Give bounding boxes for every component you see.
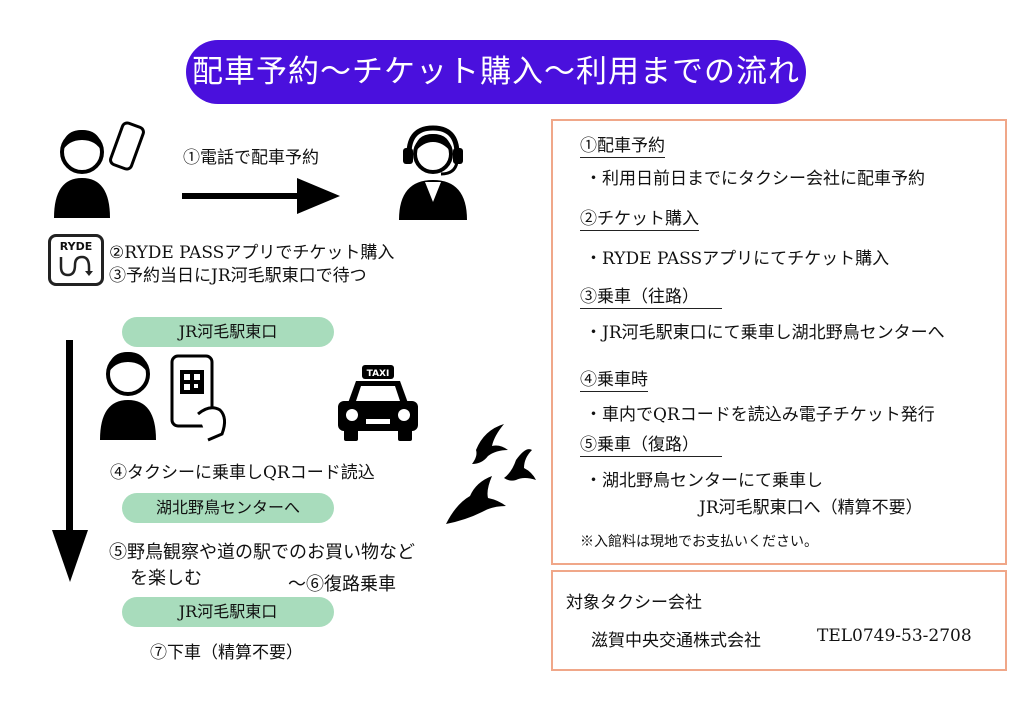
s2-body: ・RYDE PASSアプリにてチケット購入 (585, 249, 890, 269)
pill-station-end: JR河毛駅東口 (122, 597, 334, 627)
s1-body: ・利用日前日までにタクシー会社に配車予約 (585, 169, 925, 189)
route-icon (59, 255, 93, 277)
person-scanning-qr-icon (100, 352, 227, 442)
s3-body: ・JR河毛駅東口にて乗車し湖北野鳥センターへ (585, 323, 945, 343)
step4-label: ④タクシーに乗車しQRコード読込 (110, 463, 375, 483)
pill-bird-center: 湖北野鳥センターへ (122, 493, 334, 523)
s3-heading: ③乗車（往路） (580, 282, 722, 309)
s5-heading: ⑤乗車（復路） (580, 430, 722, 457)
company-tel: TEL0749-53-2708 (817, 626, 972, 646)
step5-line1: ⑤野鳥観察や道の駅でのお買い物など (109, 542, 415, 563)
step6-label: ～⑥復路乗車 (288, 574, 396, 595)
page-title: 配車予約～チケット購入～利用までの流れ (186, 40, 806, 104)
taxi-icon: TAXI (338, 365, 418, 441)
s4-heading: ④乗車時 (580, 365, 648, 392)
step1-label: ①電話で配車予約 (183, 148, 319, 168)
company-name: 滋賀中央交通株式会社 (591, 631, 761, 651)
s1-heading: ①配車予約 (580, 131, 665, 158)
ryde-app-icon-text: RYDE (59, 240, 93, 253)
pill-station-start: JR河毛駅東口 (122, 317, 334, 347)
flying-birds-icon (446, 424, 536, 524)
step7-label: ⑦下車（精算不要） (150, 643, 303, 663)
down-arrow-icon (52, 340, 88, 582)
step3-label: ③予約当日にJR河毛駅東口で待つ (109, 266, 367, 286)
operator-headset-icon (399, 125, 467, 220)
step2-label: ②RYDE PASSアプリでチケット購入 (109, 243, 395, 263)
s5-body-line2: JR河毛駅東口へ（精算不要） (699, 498, 923, 518)
s5-body-line1: ・湖北野鳥センターにて乗車し (585, 471, 823, 491)
right-arrow-icon (182, 178, 340, 214)
steps-summary-box: ①配車予約 ・利用日前日までにタクシー会社に配車予約 ②チケット購入 ・RYDE… (551, 119, 1007, 565)
ryde-app-icon: RYDE (48, 234, 104, 286)
taxi-sign-text: TAXI (367, 369, 390, 379)
person-with-phone-icon (54, 121, 145, 218)
company-box: 対象タクシー会社 滋賀中央交通株式会社 TEL0749-53-2708 (551, 570, 1007, 671)
s4-body: ・車内でQRコードを読込み電子チケット発行 (585, 405, 935, 425)
admission-note: ※入館料は現地でお支払いください。 (580, 534, 818, 550)
step5-line2: を楽しむ (130, 568, 202, 589)
company-label: 対象タクシー会社 (566, 593, 702, 613)
s2-heading: ②チケット購入 (580, 204, 699, 231)
